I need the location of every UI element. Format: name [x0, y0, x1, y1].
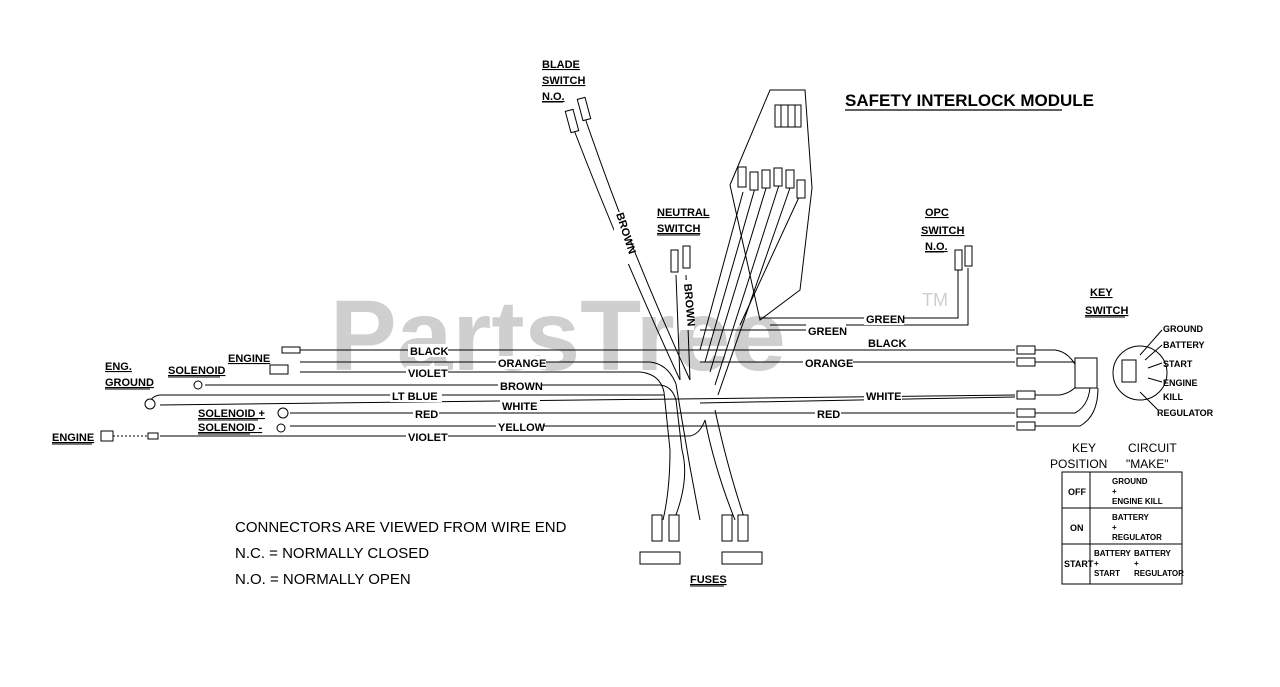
- table-on-line3: REGULATOR: [1112, 533, 1162, 542]
- wire-orange-left: [300, 361, 677, 385]
- watermark-tm: TM: [922, 290, 948, 310]
- note-nc: N.C. = NORMALLY CLOSED: [235, 545, 429, 562]
- table-pos-off: OFF: [1068, 487, 1086, 497]
- table-off-line2: +: [1112, 487, 1117, 496]
- eng-ground-label-2: GROUND: [105, 377, 154, 389]
- neutral-switch-label-2: SWITCH: [657, 223, 700, 235]
- connectors: [100, 96, 1168, 565]
- table-start-b3: REGULATOR: [1134, 569, 1184, 578]
- opc-switch-label-3: N.O.: [925, 241, 948, 253]
- table-start-a1: BATTERY: [1094, 549, 1132, 558]
- wire-label-brown-neutral: BROWN: [681, 283, 697, 327]
- opc-switch-label-2: SWITCH: [921, 225, 964, 237]
- key-terminal-regulator: REGULATOR: [1157, 408, 1214, 418]
- solenoid-minus-label: SOLENOID -: [198, 422, 263, 434]
- table-header-position: POSITION: [1050, 457, 1107, 471]
- wire-label-green-mid: GREEN: [808, 326, 847, 338]
- wire-label-white-right: WHITE: [866, 391, 901, 403]
- watermark: PartsTree: [330, 280, 786, 392]
- table-start-b1: BATTERY: [1134, 549, 1172, 558]
- key-terminal-engine: ENGINE: [1163, 378, 1198, 388]
- wire-label-brown-left: BROWN: [500, 381, 543, 393]
- key-switch-label-1: KEY: [1090, 287, 1113, 299]
- fuses-label: FUSES: [690, 574, 727, 586]
- table-pos-start: START: [1064, 559, 1094, 569]
- blade-switch-label-2: SWITCH: [542, 75, 585, 87]
- solenoid-plus-label: SOLENOID +: [198, 408, 265, 420]
- circuit-table: KEY POSITION CIRCUIT "MAKE" OFF GROUND +…: [1050, 441, 1184, 585]
- engine-top-label: ENGINE: [228, 353, 270, 365]
- wire-brown-left: [205, 384, 677, 401]
- wire-label-black-right: BLACK: [868, 338, 907, 350]
- key-terminal-ground: GROUND: [1163, 324, 1203, 334]
- wire-label-violet-bottom: VIOLET: [408, 432, 448, 444]
- table-pos-on: ON: [1070, 523, 1084, 533]
- wire-label-orange-left: ORANGE: [498, 358, 546, 370]
- table-start-b2: +: [1134, 559, 1139, 568]
- table-start-a2: +: [1094, 559, 1099, 568]
- table-on-line2: +: [1112, 523, 1117, 532]
- eng-ground-label-1: ENG.: [105, 361, 132, 373]
- wire-label-white-left: WHITE: [502, 401, 537, 413]
- wire-label-yellow: YELLOW: [498, 422, 546, 434]
- blade-switch-label-1: BLADE: [542, 59, 580, 71]
- table-start-a3: START: [1094, 569, 1120, 578]
- wire-brown-neutral: [675, 274, 681, 381]
- table-header-circuit: CIRCUIT: [1128, 441, 1177, 455]
- wire-label-black-left: BLACK: [410, 346, 449, 358]
- note-no: N.O. = NORMALLY OPEN: [235, 571, 411, 588]
- key-switch-label-2: SWITCH: [1085, 305, 1128, 317]
- wire-violet-bottom: [160, 419, 706, 437]
- wire-label-red-left: RED: [415, 409, 438, 421]
- table-off-line1: GROUND: [1112, 477, 1148, 486]
- wire-label-green-opc: GREEN: [866, 314, 905, 326]
- wire-violet-top: [300, 371, 665, 393]
- table-off-line3: ENGINE KILL: [1112, 497, 1163, 506]
- wire-label-red-right: RED: [817, 409, 840, 421]
- note-connectors: CONNECTORS ARE VIEWED FROM WIRE END: [235, 519, 567, 536]
- key-terminal-kill: KILL: [1163, 392, 1183, 402]
- opc-switch-label-1: OPC: [925, 207, 949, 219]
- neutral-switch-label-1: NEUTRAL: [657, 207, 710, 219]
- table-on-line1: BATTERY: [1112, 513, 1150, 522]
- table-header-key: KEY: [1072, 441, 1096, 455]
- wire-label-ltblue: LT BLUE: [392, 391, 438, 403]
- key-terminal-start: START: [1163, 359, 1193, 369]
- key-terminal-battery: BATTERY: [1163, 340, 1205, 350]
- wire-harness: [113, 89, 1099, 521]
- wire-label-violet-top: VIOLET: [408, 368, 448, 380]
- engine-left-label: ENGINE: [52, 432, 94, 444]
- solenoid-label: SOLENOID: [168, 365, 226, 377]
- table-header-make: "MAKE": [1126, 457, 1169, 471]
- diagram-title: SAFETY INTERLOCK MODULE: [845, 91, 1094, 110]
- wire-label-orange-right: ORANGE: [805, 358, 853, 370]
- blade-switch-label-3: N.O.: [542, 91, 565, 103]
